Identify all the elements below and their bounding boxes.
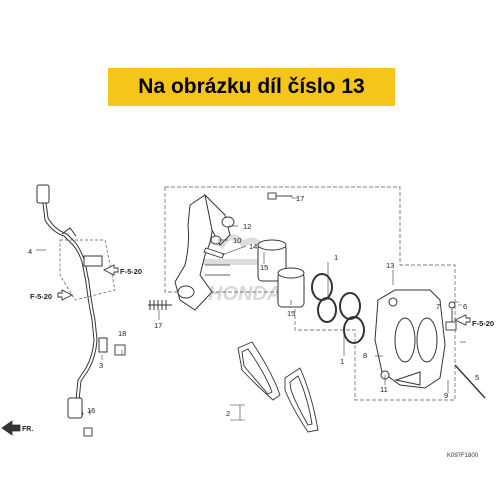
- group-outline-sensor: [59, 239, 116, 301]
- callout-18: 18: [118, 329, 126, 338]
- ref-arrow-left-lower: [57, 289, 74, 301]
- callout-17-upper: 17: [296, 194, 304, 203]
- ref-arrow-right: [453, 314, 471, 326]
- callout-12: 12: [243, 222, 251, 231]
- diagram-code: K097F1800: [447, 453, 479, 459]
- callout-9: 9: [444, 391, 448, 400]
- ref-label-left-lower[interactable]: F-5-20: [30, 292, 52, 301]
- callout-16: 16: [87, 406, 95, 415]
- caliper-bracket: [148, 193, 231, 311]
- banner-text: Na obrázku díl číslo 13: [138, 75, 365, 98]
- watermark-text: HONDA: [208, 283, 281, 305]
- brake-pad-right: [284, 367, 319, 433]
- callout-6: 6: [463, 302, 467, 311]
- group-outline-main: [164, 186, 456, 401]
- callout-13: 13: [386, 261, 394, 270]
- speed-sensor-cable: [36, 184, 108, 419]
- caliper-body: [374, 289, 446, 389]
- front-arrow: [1, 420, 21, 436]
- ref-label-right[interactable]: F-5-20: [472, 319, 494, 328]
- callout-10: 10: [233, 236, 241, 245]
- callout-15-lower: 15: [287, 309, 295, 318]
- callout-2: 2: [226, 409, 230, 418]
- leader-lines: [36, 195, 466, 421]
- callout-numbers: 1 1 2 3 4 5 6 7 8 9 10 11 12 13 14 15 15…: [28, 194, 479, 418]
- ref-label-left-upper[interactable]: F-5-20: [120, 267, 142, 276]
- callout-14: 14: [249, 242, 257, 251]
- brake-pad-left: [237, 341, 281, 401]
- callout-4: 4: [28, 247, 32, 256]
- piston-seals: [311, 273, 365, 344]
- callout-15-upper: 15: [260, 263, 268, 272]
- callout-11: 11: [380, 385, 388, 394]
- part-number-banner: Na obrázku díl číslo 13: [108, 68, 395, 106]
- callout-8: 8: [363, 351, 367, 360]
- callout-5: 5: [475, 373, 479, 382]
- callout-1-lower: 1: [340, 357, 344, 366]
- callout-7: 7: [436, 302, 440, 311]
- ref-arrow-left-upper: [102, 264, 119, 276]
- callout-3: 3: [99, 361, 103, 370]
- callout-1-upper: 1: [334, 253, 338, 262]
- slide-pins: [257, 239, 305, 308]
- bolts: [83, 192, 486, 437]
- front-label: FR.: [22, 426, 33, 433]
- boot-parts: [203, 216, 235, 259]
- callout-17-lower: 17: [154, 321, 162, 330]
